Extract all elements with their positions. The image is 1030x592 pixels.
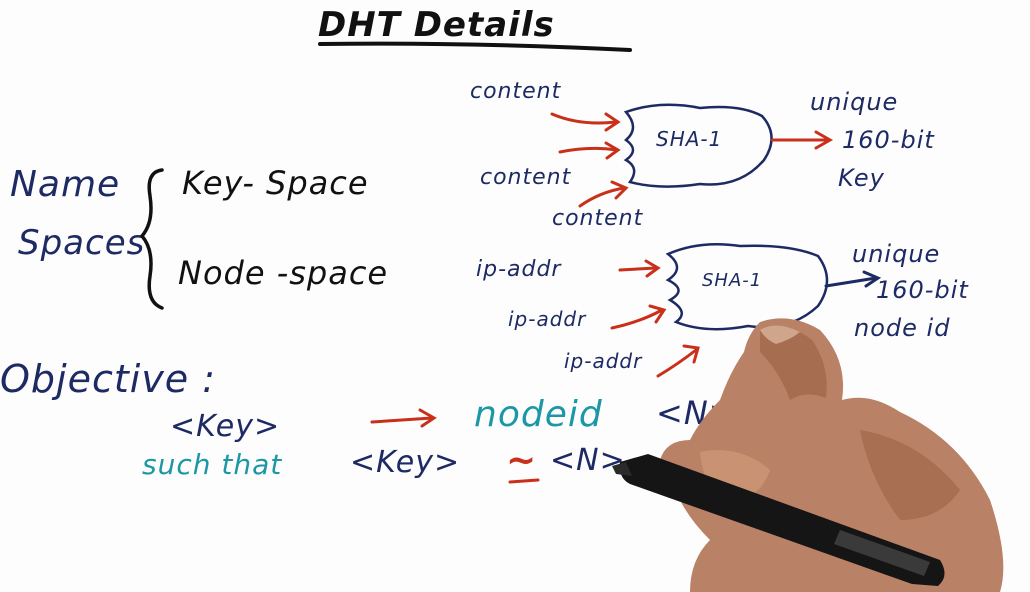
ip-addr-arrow-2-head (648, 304, 667, 324)
content-arrow-3-head (610, 180, 629, 200)
node-output-line3: node id (854, 314, 950, 342)
mapping-arrow (370, 416, 434, 424)
brace-icon (139, 168, 164, 310)
content-arrow-3 (578, 186, 626, 208)
ip-addr-input-1: ip-addr (476, 257, 562, 282)
name-spaces-label-line1: Name (10, 164, 120, 205)
content-input-2: content (480, 165, 572, 190)
mapping-key: <Key> (170, 409, 280, 444)
mapping-arrow-head (418, 408, 437, 428)
node-output-arrow-head (862, 270, 882, 288)
node-output-arrow (824, 276, 878, 288)
key-space-label: Key- Space (182, 164, 369, 202)
node-output-line1: unique (852, 240, 940, 268)
content-arrow-1-head (604, 112, 621, 132)
title-underline (318, 41, 632, 52)
key-output-line1: unique (810, 88, 898, 116)
page-title: DHT Details (318, 5, 555, 45)
ip-addr-input-2: ip-addr (508, 307, 587, 331)
mapping-nodeid: nodeid (474, 394, 603, 435)
content-input-1: content (470, 79, 562, 104)
content-input-3: content (552, 206, 644, 231)
node-space-label: Node -space (178, 254, 388, 292)
sha1-node-function-label: SHA-1 (702, 270, 762, 291)
node-output-line2: 160-bit (876, 276, 969, 304)
ip-addr-arrow-1-head (644, 259, 661, 278)
key-output-arrow-head (814, 130, 834, 150)
sha1-node-function-shape (665, 242, 829, 331)
ip-addr-arrow-2 (610, 308, 664, 330)
ip-addr-arrow-3 (656, 348, 698, 378)
sha1-key-function-shape (623, 103, 773, 188)
name-spaces-label-line2: Spaces (18, 223, 145, 263)
objective-label: Objective : (0, 357, 216, 401)
approx-symbol: ~ (506, 440, 537, 481)
key-output-line3: Key (838, 164, 885, 192)
hand-with-pen-image (612, 318, 1004, 592)
content-arrow-2-head (604, 141, 621, 160)
ip-addr-arrow-1 (618, 266, 658, 272)
ip-addr-arrow-3-head (682, 344, 700, 364)
such-that-label: such that (142, 448, 282, 481)
condition-node: <N> (550, 443, 626, 478)
sha1-key-function-label: SHA-1 (656, 127, 722, 151)
condition-key: <Key> (350, 445, 460, 480)
ip-addr-input-3: ip-addr (564, 349, 643, 373)
approx-underline (508, 478, 540, 484)
content-arrow-1 (550, 112, 618, 125)
key-output-line2: 160-bit (842, 126, 935, 154)
content-arrow-2 (558, 146, 618, 154)
